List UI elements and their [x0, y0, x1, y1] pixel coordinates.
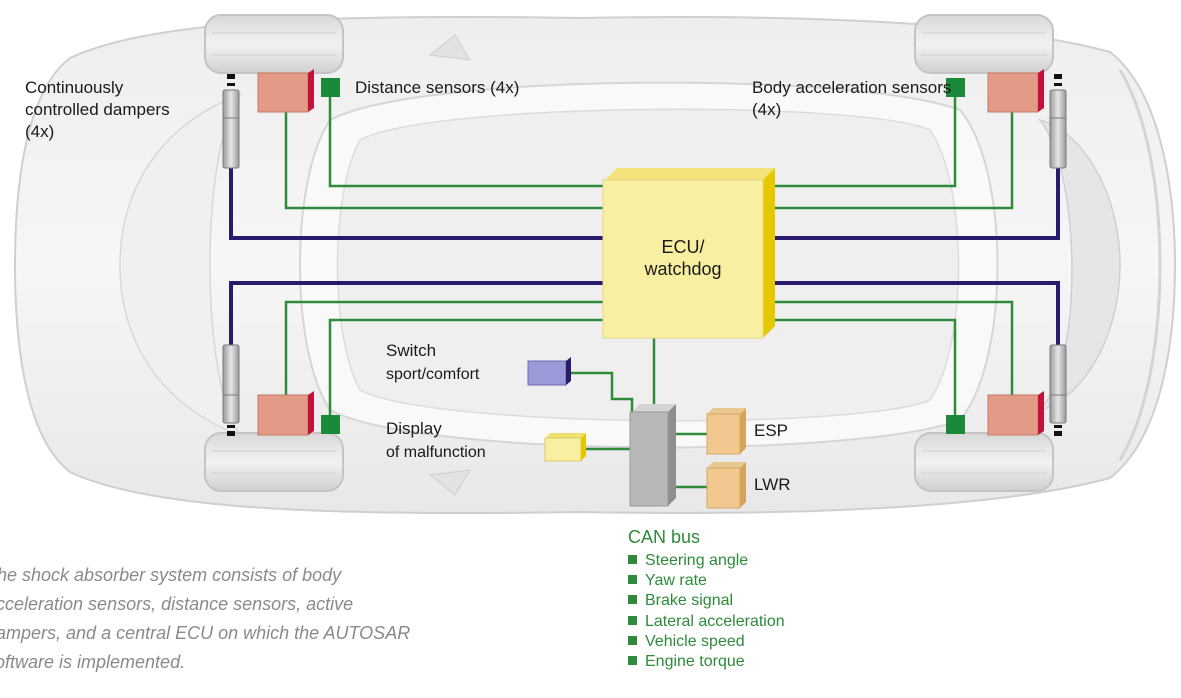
distance-sensor-front-left — [321, 78, 340, 97]
ecu-label-line1: ECU/ — [661, 237, 705, 257]
switch-box — [527, 357, 571, 386]
distance-sensor-rear-right — [946, 415, 965, 434]
distance-sensor-rear-left — [321, 415, 340, 434]
can-bus-item: Lateral acceleration — [628, 612, 785, 632]
can-bus-item: Brake signal — [628, 591, 785, 611]
can-bus-list: Steering angle Yaw rate Brake signal Lat… — [628, 551, 785, 672]
lwr-box — [706, 462, 746, 509]
ecu-label-line2: watchdog — [644, 259, 722, 279]
accel-sensor-rear-left — [257, 391, 314, 436]
tire-rear-left — [204, 432, 344, 492]
damper-rear-left — [222, 344, 240, 436]
switch-subtitle: sport/comfort — [386, 366, 480, 383]
accel-sensor-rear-right — [987, 391, 1044, 436]
figure-caption: The shock absorber system consists of bo… — [0, 565, 411, 672]
switch-title: Switch — [386, 341, 437, 360]
display-subtitle: of malfunction — [386, 444, 486, 461]
can-bus-item: Yaw rate — [628, 571, 785, 591]
dampers-label: Continuously controlled dampers (4x) — [25, 78, 170, 141]
can-bus-item: Engine torque — [628, 652, 785, 672]
display-box — [544, 433, 586, 462]
distance-sensors-label: Distance sensors (4x) — [355, 78, 520, 97]
ecu-box — [602, 168, 775, 339]
damper-rear-right — [1049, 344, 1067, 436]
accel-sensor-front-right — [987, 69, 1044, 113]
tire-front-right — [914, 14, 1054, 74]
esp-label: ESP — [754, 421, 789, 440]
damper-wiring — [229, 168, 1060, 345]
ecu-label: ECU/ watchdog — [603, 236, 763, 280]
bullet-square-icon — [628, 615, 637, 625]
tire-front-left — [204, 14, 344, 74]
bullet-square-icon — [628, 635, 637, 645]
can-gateway — [629, 404, 676, 507]
distance-sensor-front-right — [946, 78, 965, 97]
sensor-wiring — [284, 97, 1014, 489]
can-bus-title: CAN bus — [628, 527, 701, 547]
bullet-square-icon — [628, 575, 637, 585]
accel-sensor-front-left — [257, 69, 314, 113]
damper-front-left — [222, 74, 240, 169]
lwr-label: LWR — [754, 475, 791, 494]
tire-rear-right — [914, 432, 1054, 492]
bullet-square-icon — [628, 595, 637, 605]
body-acceleration-label: Body acceleration sensors (4x) — [752, 78, 952, 119]
damper-front-right — [1049, 74, 1067, 169]
bullet-square-icon — [628, 656, 637, 666]
can-bus-item: Steering angle — [628, 551, 785, 571]
esp-box — [706, 408, 746, 455]
display-title: Display — [386, 419, 442, 438]
can-bus-item: Vehicle speed — [628, 632, 785, 652]
bullet-square-icon — [628, 555, 637, 564]
